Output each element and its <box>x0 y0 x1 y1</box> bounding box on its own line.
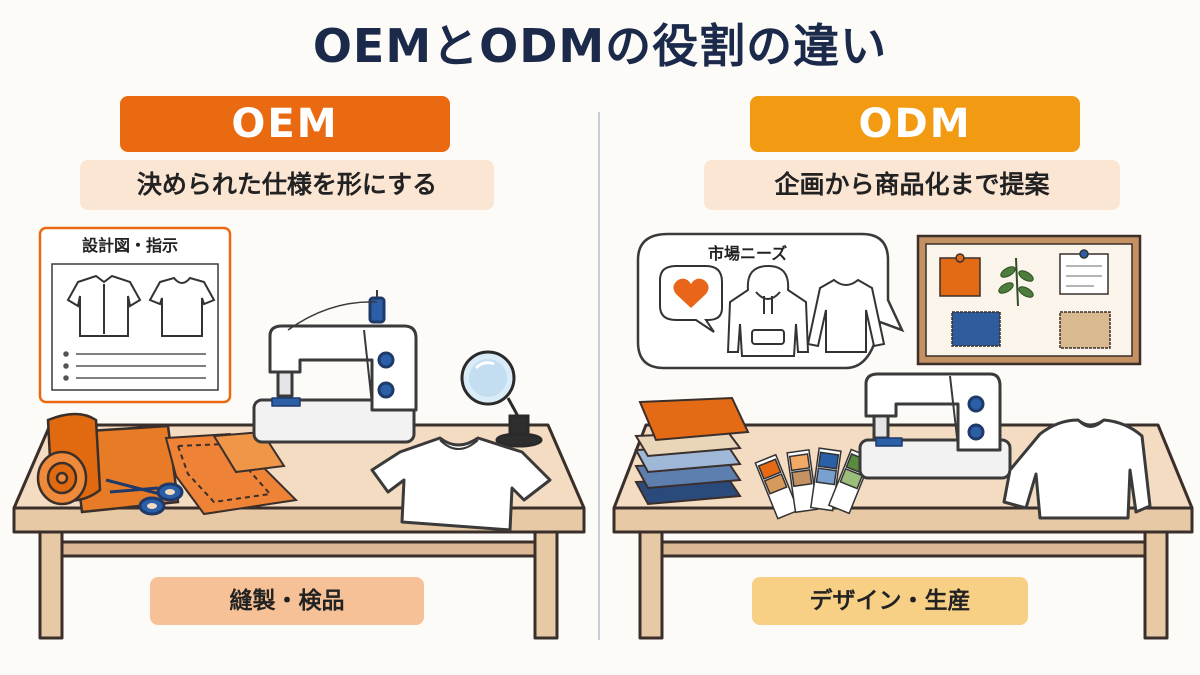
pushpin-icon <box>955 253 965 263</box>
oem-footer: 縫製・検品 <box>150 577 424 625</box>
mood-board <box>916 234 1142 366</box>
sewing-machine-icon <box>858 372 1012 480</box>
sweater-icon <box>806 278 886 353</box>
magnifier-icon <box>460 350 543 448</box>
leaf-icon <box>998 257 1034 307</box>
blueprint-card <box>38 226 232 404</box>
shirt-icon <box>370 436 552 532</box>
odm-footer: デザイン・生産 <box>752 577 1028 625</box>
market-needs-bubble <box>636 232 905 370</box>
page-title: OEMとODMの役割の違い <box>312 19 888 73</box>
fabric-roll <box>36 412 180 514</box>
sewing-machine-icon <box>252 290 418 444</box>
shirt-icon <box>66 274 142 337</box>
odm-heading: ODM <box>750 96 1080 152</box>
fabric-swatch-icon <box>634 396 750 506</box>
hoodie-icon <box>726 264 810 357</box>
scissors-icon <box>105 478 184 516</box>
shirt-icon <box>148 276 216 337</box>
center-divider <box>598 112 600 640</box>
blueprint-label: 設計図・指示 <box>82 236 178 255</box>
oem-subtitle: 決められた仕様を形にする <box>80 160 494 210</box>
sweater-icon <box>1002 418 1152 520</box>
odm-subtitle: 企画から商品化まで提案 <box>704 160 1120 210</box>
heart-icon <box>659 265 723 333</box>
pushpin-icon <box>1079 249 1089 259</box>
oem-heading: OEM <box>120 96 450 152</box>
market-needs-label: 市場ニーズ <box>708 244 787 263</box>
